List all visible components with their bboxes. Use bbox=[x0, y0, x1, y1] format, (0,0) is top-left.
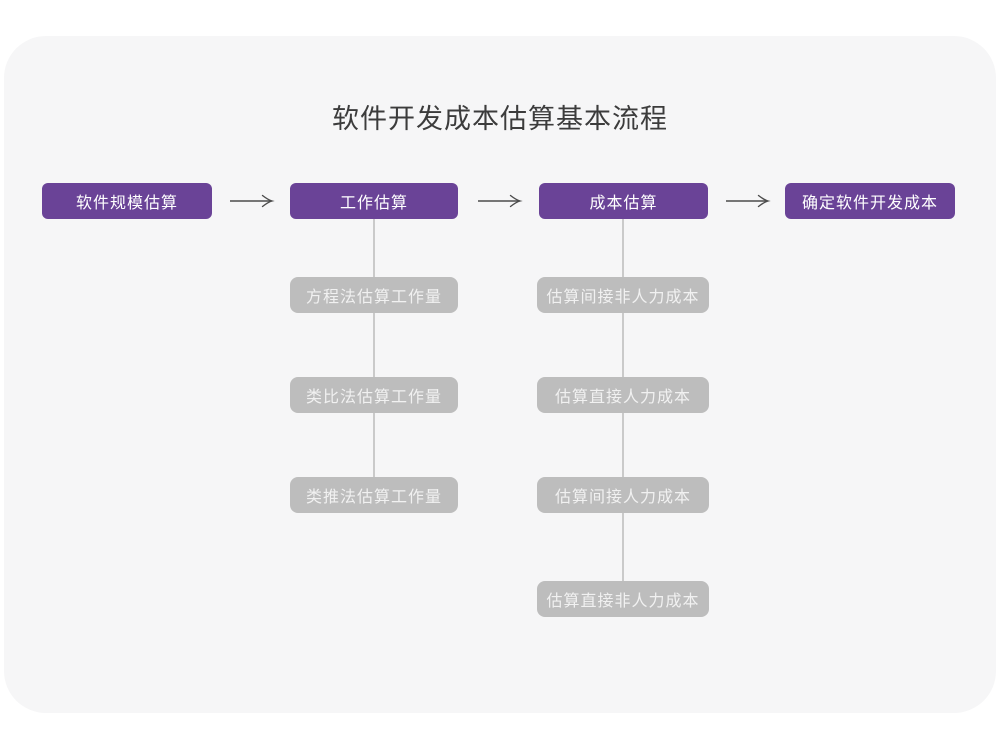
right-arrow-icon bbox=[477, 194, 523, 208]
substep-label: 估算直接人力成本 bbox=[554, 389, 691, 406]
stage-determine-development-cost: 确定软件开发成本 bbox=[785, 183, 955, 219]
substep-direct-nonlabor-cost: 估算直接非人力成本 bbox=[537, 581, 709, 617]
stage-cost-estimation: 成本估算 bbox=[539, 183, 708, 219]
substep-indirect-nonlabor-cost: 估算间接非人力成本 bbox=[537, 277, 709, 313]
stage-label: 软件规模估算 bbox=[75, 195, 178, 212]
substep-label: 类推法估算工作量 bbox=[305, 489, 442, 506]
stage-label: 工作估算 bbox=[339, 195, 408, 212]
substep-label: 方程法估算工作量 bbox=[305, 289, 442, 306]
work-column-connector-line bbox=[373, 219, 375, 497]
stage-software-scale-estimation: 软件规模估算 bbox=[42, 183, 212, 219]
substep-label: 类比法估算工作量 bbox=[305, 389, 442, 406]
substep-label: 估算间接非人力成本 bbox=[546, 289, 700, 306]
substep-analogy-method: 类比法估算工作量 bbox=[290, 377, 458, 413]
stage-label: 成本估算 bbox=[589, 195, 658, 212]
substep-direct-labor-cost: 估算直接人力成本 bbox=[537, 377, 709, 413]
substep-indirect-labor-cost: 估算间接人力成本 bbox=[537, 477, 709, 513]
substep-equation-method: 方程法估算工作量 bbox=[290, 277, 458, 313]
stage-work-estimation: 工作估算 bbox=[290, 183, 458, 219]
substep-extrapolation-method: 类推法估算工作量 bbox=[290, 477, 458, 513]
diagram-title: 软件开发成本估算基本流程 bbox=[332, 104, 668, 134]
substep-label: 估算直接非人力成本 bbox=[546, 593, 700, 610]
substep-label: 估算间接人力成本 bbox=[554, 489, 691, 506]
stage-label: 确定软件开发成本 bbox=[801, 195, 938, 212]
right-arrow-icon bbox=[725, 194, 771, 208]
right-arrow-icon bbox=[229, 194, 275, 208]
diagram-card bbox=[4, 36, 996, 713]
